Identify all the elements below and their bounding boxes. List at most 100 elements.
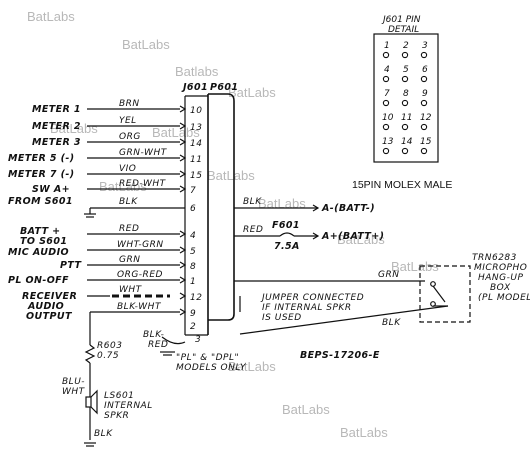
- plug-body: [208, 93, 235, 321]
- pin-socket: [401, 147, 409, 155]
- watermark: BatLabs: [337, 232, 385, 247]
- batt-minus-label: A-(BATT-): [321, 203, 375, 214]
- wire-color: RED: [243, 225, 263, 235]
- pin-socket: [401, 51, 409, 59]
- pin-number: 1: [190, 277, 196, 287]
- blk-red-label: BLK-: [143, 330, 164, 340]
- blu-wht-label: BLU-: [62, 377, 85, 387]
- wire: [239, 305, 449, 335]
- pin-number-label: 10: [382, 113, 394, 123]
- left-wires: METER 1 BRN 10 METER 2 YEL 13 METER 3 OR…: [8, 99, 202, 345]
- pin-detail-subtitle: DETAIL: [388, 25, 419, 35]
- signal-meter-7: METER 7 (-): [8, 169, 74, 180]
- pin-socket: [420, 75, 428, 83]
- speaker-icon: [85, 396, 92, 408]
- wire-arrow: [312, 232, 320, 240]
- wire-arrow: [179, 308, 187, 316]
- jumper-note: JUMPER CONNECTED: [260, 293, 364, 303]
- pin-number: 15: [190, 171, 202, 181]
- resistor-r603: [84, 344, 96, 364]
- wire-color: BLK: [382, 318, 401, 328]
- pin-number: 4: [190, 231, 196, 241]
- watermark: BatLabs: [50, 121, 98, 136]
- watermark-layer: BatLabs BatLabs Batlabs BatLabs BatLabs …: [27, 9, 439, 440]
- pin-socket: [420, 51, 428, 59]
- pin-number-label: 14: [401, 137, 413, 147]
- wire-color: BLK-WHT: [117, 302, 162, 312]
- pin-number: 8: [190, 262, 196, 272]
- pin-socket: [420, 99, 428, 107]
- trn-label: TRN6283: [472, 253, 517, 263]
- signal-receiver: RECEIVER: [22, 291, 77, 302]
- pin-number: 3: [195, 335, 201, 345]
- wire-color: ORG: [119, 132, 141, 142]
- wire-color: GRN: [119, 255, 140, 265]
- watermark: BatLabs: [122, 37, 170, 52]
- pin-number: 12: [190, 293, 202, 303]
- watermark: BatLabs: [228, 85, 276, 100]
- wire-color: GRN-WHT: [119, 148, 168, 158]
- wire-color: WHT-GRN: [117, 240, 164, 250]
- wire-color: RED-WHT: [119, 179, 167, 189]
- pin-number: 13: [190, 123, 202, 133]
- watermark: BatLabs: [391, 259, 439, 274]
- pin-number-label: 7: [384, 89, 390, 99]
- pin-socket: [401, 123, 409, 131]
- pin-number: 7: [190, 186, 196, 196]
- wire-arrow: [179, 154, 187, 162]
- wire-arrow: [312, 204, 320, 212]
- pin-number-label: 1: [384, 41, 390, 51]
- pin-number-label: 8: [403, 89, 409, 99]
- wire-color: WHT: [119, 285, 143, 295]
- p601-label: P601: [210, 82, 238, 93]
- pin-number-label: 6: [422, 65, 428, 75]
- hang-up-box: [419, 265, 471, 323]
- pin-socket: [382, 51, 390, 59]
- wire-color: ORG-RED: [117, 270, 163, 280]
- pin-number-label: 11: [401, 113, 412, 123]
- watermark: BatLabs: [340, 425, 388, 440]
- signal-output: OUTPUT: [26, 311, 73, 322]
- pin-detail-title: J601 PIN: [381, 15, 421, 25]
- signal-to-s601: TO S601: [20, 236, 67, 247]
- watermark: Batlabs: [175, 64, 219, 79]
- wire-color: GRN: [378, 270, 399, 280]
- ls601-label: SPKR: [104, 411, 129, 421]
- pin-number: 11: [190, 155, 202, 165]
- signal-meter-1: METER 1: [32, 104, 81, 115]
- pin-number: 5: [190, 247, 196, 257]
- pin-number: 14: [190, 139, 202, 149]
- j601-label: J601: [181, 82, 208, 93]
- pin-number: 6: [190, 204, 196, 214]
- pin-number-label: 13: [382, 137, 394, 147]
- pin-socket: [420, 147, 428, 155]
- pin-number-label: 9: [422, 89, 428, 99]
- pin-socket: [382, 99, 390, 107]
- blu-wht-label: WHT: [62, 387, 86, 397]
- signal-batt-plus: BATT +: [20, 226, 61, 237]
- pin-number-label: 15: [420, 137, 432, 147]
- pin-detail-caption: 15PIN MOLEX MALE: [352, 179, 452, 191]
- wire-arrow: [179, 185, 187, 193]
- trn-label: BOX: [490, 283, 511, 293]
- pin-socket: [401, 99, 409, 107]
- signal-meter-5: METER 5 (-): [8, 153, 74, 164]
- wire-arrow: [179, 122, 187, 130]
- wire-arrow: [179, 138, 187, 146]
- wire-color: VIO: [119, 164, 136, 174]
- signal-mic-audio: MIC AUDIO: [8, 247, 69, 258]
- pin-socket: [420, 123, 428, 131]
- wire-color: BLK: [243, 197, 262, 207]
- jumper-note: IF INTERNAL SPKR: [262, 303, 352, 313]
- pin-number: 9: [190, 309, 196, 319]
- pin-socket: [401, 75, 409, 83]
- watermark: BatLabs: [99, 179, 147, 194]
- signal-sw-a-plus: SW A+: [32, 184, 70, 195]
- ls601-label: LS601: [104, 391, 134, 401]
- pin-number-label: 12: [420, 113, 432, 123]
- wire: [161, 336, 186, 345]
